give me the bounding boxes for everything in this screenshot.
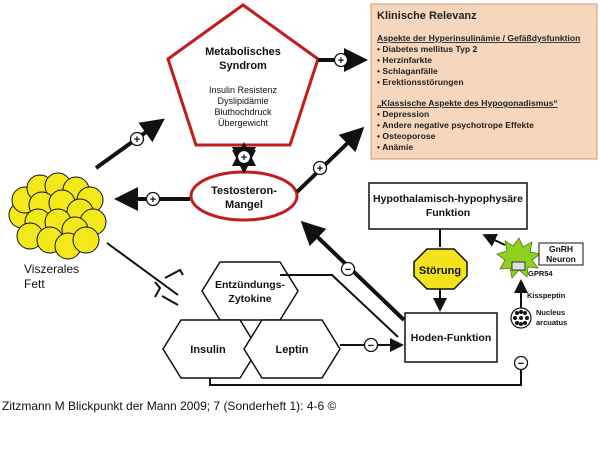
minus-sign-nucleus: − [513, 355, 529, 371]
hypothalamic-line2: Funktion [426, 207, 470, 219]
metabolic-item: Insulin Resistenz [209, 85, 278, 95]
gnrh-neuron: GnRH Neuron GPR54 [496, 237, 584, 279]
clinical-item: • Herzinfarkte [377, 55, 432, 65]
svg-text:−: − [345, 264, 351, 276]
visceral-fat-label-line2: Fett [24, 277, 45, 291]
plus-sign-testosterone-clinical: + [312, 160, 328, 176]
source-caption: Zitzmann M Blickpunkt der Mann 2009; 7 (… [2, 399, 337, 413]
minus-sign-leptin-hoden: − [363, 337, 379, 353]
disorder-label: Störung [419, 265, 461, 277]
nucleus-label-line2: arcuatus [536, 318, 567, 327]
metabolic-title-line1: Metabolisches [205, 46, 281, 58]
clinical-item: • Andere negative psychotrope Effekte [377, 120, 534, 130]
minus-sign-hoden-testosterone: − [340, 261, 356, 277]
testosterone-deficiency-ellipse: Testosteron- Mangel [189, 170, 299, 222]
svg-text:−: − [518, 358, 524, 370]
clinical-item: • Diabetes mellitus Typ 2 [377, 44, 477, 54]
thick-arrows [94, 48, 406, 322]
svg-text:+: + [241, 152, 247, 164]
hexagon-leptin-label: Leptin [276, 344, 309, 356]
hexagon-cytokines-line2: Zytokine [228, 293, 271, 305]
svg-text:+: + [150, 194, 156, 206]
clinical-item: • Erektionsstörungen [377, 77, 464, 87]
disorder-octagon: Störung [413, 248, 468, 290]
testis-function-label: Hoden-Funktion [411, 332, 491, 344]
sign-circles: + + + + + − − − [129, 52, 529, 371]
svg-text:+: + [317, 163, 323, 175]
hexagon-insulin [162, 319, 259, 379]
clinical-item: • Osteoporose [377, 131, 436, 141]
testosterone-line2: Mangel [225, 199, 263, 211]
nucleus-arcuatus-icon [510, 307, 532, 329]
clinical-section2-heading: „Klassische Aspekte des Hypogonadismus“ [377, 98, 558, 108]
svg-text:−: − [368, 340, 374, 352]
nucleus-label-line1: Nucleus [536, 308, 565, 317]
svg-text:+: + [338, 55, 344, 67]
plus-sign-testosterone-metabolic: + [236, 149, 252, 165]
gpr54-label: GPR54 [528, 269, 553, 278]
visceral-fat-cluster [8, 172, 107, 260]
metabolic-syndrome-pentagon: Metabolisches Syndrom Insulin Resistenz … [166, 3, 320, 147]
metabolic-item: Übergewicht [218, 118, 269, 128]
hexagon-insulin-label: Insulin [190, 344, 226, 356]
plus-sign-pentagon-clinical: + [333, 52, 349, 68]
gnrh-label-line2: Neuron [546, 254, 576, 264]
clinical-item: • Anämie [377, 142, 413, 152]
metabolic-item: Dyslipidämie [217, 96, 268, 106]
gnrh-label-line1: GnRH [549, 244, 573, 254]
hexagon-cytokines-line1: Entzündungs- [215, 279, 285, 291]
visceral-fat-label-line1: Viszerales [24, 262, 79, 276]
clinical-item: • Depression [377, 109, 429, 119]
metabolic-item: Bluthochdruck [214, 107, 272, 117]
metabolic-title-line2: Syndrom [219, 60, 267, 72]
hypothalamic-pituitary-box: Hypothalamisch-hypophysäre Funktion [368, 182, 528, 230]
plus-sign-testosterone-fat: + [145, 191, 161, 207]
testosterone-line1: Testosteron- [211, 185, 277, 197]
svg-text:+: + [134, 134, 140, 146]
hypothalamic-line1: Hypothalamisch-hypophysäre [373, 193, 523, 205]
gpr54-receptor-icon [511, 261, 526, 271]
clinical-relevance-box: Klinische Relevanz Aspekte der Hyperinsu… [370, 3, 598, 160]
clinical-item: • Schlaganfälle [377, 66, 438, 76]
kisspeptin-label: Kisspeptin [527, 291, 566, 300]
testis-function-box: Hoden-Funktion [404, 312, 498, 363]
plus-sign-fat-metabolic: + [129, 131, 145, 147]
hexagon-cluster [162, 261, 341, 379]
clinical-section1-heading: Aspekte der Hyperinsulinämie / Gefäßdysf… [377, 33, 580, 43]
clinical-title: Klinische Relevanz [377, 10, 477, 22]
hexagon-leptin [243, 319, 341, 379]
hexagon-cytokines [201, 261, 299, 321]
